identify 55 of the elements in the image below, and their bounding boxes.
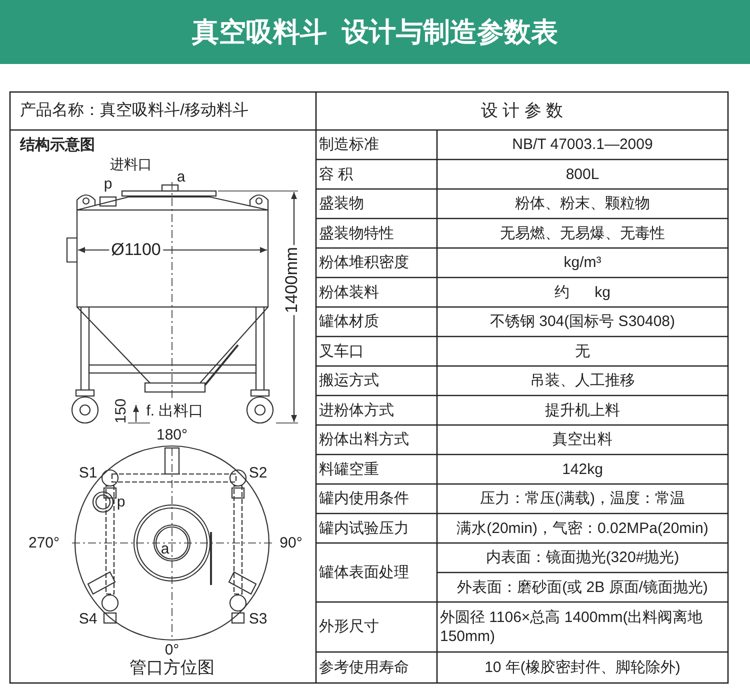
parameter-name: 粉体出料方式	[319, 430, 410, 450]
parameter-value: 提升机上料	[544, 400, 621, 420]
product-name: 产品名称：真空吸料斗/移动料斗	[20, 102, 248, 120]
nozzle-label: f. 出料口	[146, 402, 204, 420]
parameter-value: 约 kg	[554, 282, 612, 302]
parameter-name: 粉体装料	[319, 282, 380, 302]
view-caption: 管口方位图	[130, 658, 214, 678]
parameter-name: 搬运方式	[319, 371, 380, 391]
parameter-value: 吊装、人工推移	[529, 371, 636, 391]
parameter-name: 粉体堆积密度	[319, 253, 410, 273]
parameter-value: 不锈钢 304(国标号 S30408)	[488, 312, 676, 332]
section-heading: 结构示意图	[20, 136, 95, 154]
parameter-value: 外圆径 1106×总高 1400mm(出料阀离地 150mm)	[440, 608, 704, 647]
nozzle-label: 进料口	[110, 156, 152, 172]
parameter-name: 料罐空重	[319, 460, 380, 480]
parameter-name: 罐内试验压力	[319, 518, 410, 538]
table-header: 设 计 参 数	[480, 101, 564, 121]
parameter-value: 粉体、粉末、颗粒物	[514, 194, 651, 214]
parameter-name: 外形尺寸	[319, 617, 380, 638]
nozzle-label: p	[104, 175, 112, 193]
parameter-name: 容 积	[319, 164, 354, 184]
parameter-value: 无	[574, 342, 591, 362]
support-label: S2	[248, 464, 268, 482]
parameter-name: 叉车口	[319, 342, 365, 362]
parameter-value: 内表面：镜面抛光(320#抛光)	[484, 548, 680, 568]
parameter-value: 真空出料	[552, 430, 614, 450]
angle-label: 0°	[164, 641, 180, 658]
parameter-value: 800L	[564, 164, 600, 184]
parameter-value: kg/m³	[562, 253, 602, 273]
support-label: S4	[78, 610, 98, 628]
support-label: S3	[248, 610, 268, 628]
parameter-name: 盛装物	[319, 194, 365, 214]
angle-label: 90°	[280, 534, 302, 552]
nozzle-label: a	[160, 540, 170, 558]
parameter-value: NB/T 47003.1—2009	[511, 135, 654, 155]
parameter-value: 142kg	[561, 460, 604, 480]
parameter-name: 进粉体方式	[319, 400, 395, 420]
dimension-label: 150	[112, 398, 130, 424]
nozzle-label: a	[176, 168, 186, 186]
support-label: S1	[78, 464, 98, 482]
parameter-name: 参考使用寿命	[319, 658, 410, 678]
parameter-value: 无易燃、无易爆、无毒性	[499, 224, 666, 244]
parameter-name: 罐内使用条件	[319, 489, 410, 509]
parameter-value: 10 年(橡胶密封件、脚轮除外)	[484, 658, 682, 678]
parameter-value: 外表面：磨砂面(或 2B 原面/镜面抛光)	[456, 578, 709, 598]
parameter-name: 罐体材质	[319, 312, 380, 332]
parameter-name: 制造标准	[319, 135, 380, 155]
angle-label: 180°	[156, 426, 188, 444]
parameter-value: 满水(20min)，气密：0.02MPa(20min)	[456, 518, 710, 538]
parameter-name: 罐体表面处理	[319, 562, 410, 583]
parameter-value: 压力：常压(满载)，温度：常温	[479, 489, 686, 509]
title-banner: 真空吸料斗 设计与制造参数表	[0, 0, 750, 64]
parameter-name: 盛装物特性	[319, 224, 395, 244]
angle-label: 270°	[28, 534, 60, 552]
nozzle-label: p	[116, 493, 126, 511]
